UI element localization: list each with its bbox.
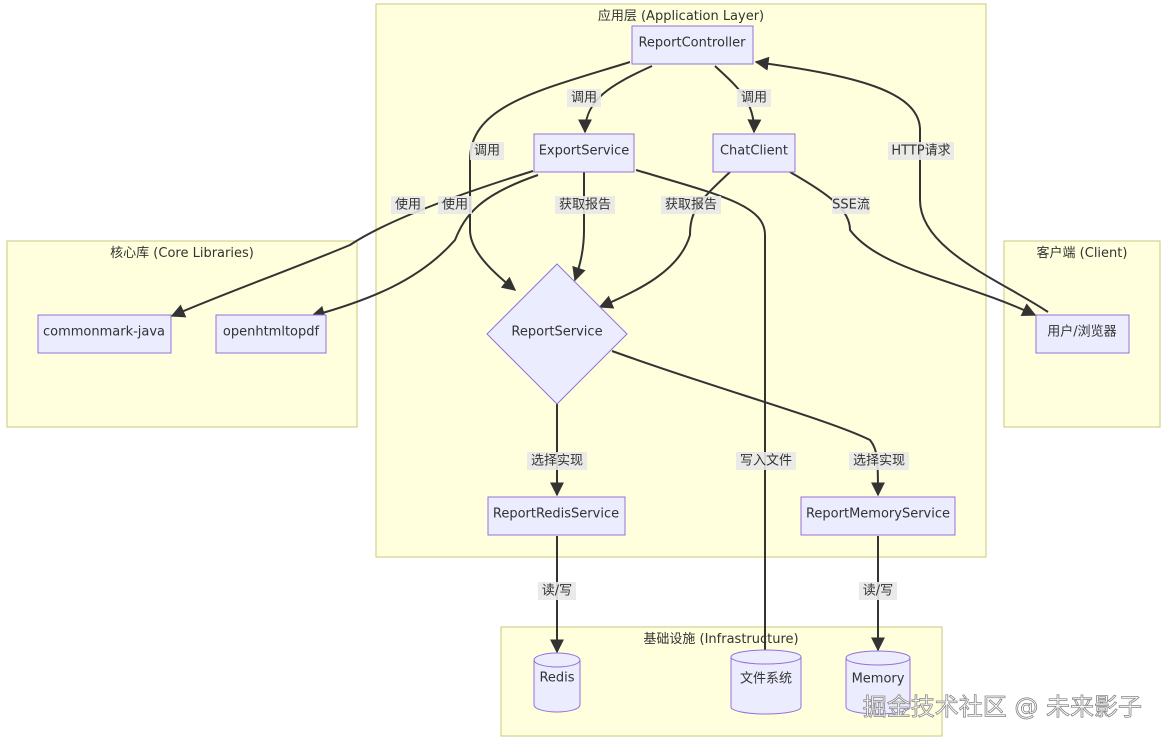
svg-text:ChatClient: ChatClient — [720, 144, 788, 159]
cluster-client: 客户端 (Client) — [1003, 240, 1161, 428]
cluster-application-layer: 应用层 (Application Layer) — [375, 3, 987, 558]
svg-text:读/写: 读/写 — [542, 584, 572, 599]
edge-export-to-commonmark — [170, 170, 534, 318]
watermark-text: 掘金技术社区 @ 未来影子 — [863, 693, 1142, 721]
edge-label-ctrl-to-report: 调用 — [470, 142, 504, 160]
svg-text:文件系统: 文件系统 — [740, 672, 792, 687]
svg-text:使用: 使用 — [442, 197, 468, 213]
svg-text:ReportController: ReportController — [638, 36, 746, 51]
node-report-controller[interactable]: ReportController — [631, 25, 754, 65]
edge-label-report-to-memory: 选择实现 — [849, 452, 909, 470]
edge-label-report-to-redis: 选择实现 — [527, 452, 587, 470]
node-redis-db[interactable]: Redis — [533, 652, 581, 713]
svg-text:ReportMemoryService: ReportMemoryService — [806, 507, 950, 522]
edge-user-to-ctrl — [754, 56, 1049, 313]
edge-chat-to-user — [789, 171, 1037, 317]
svg-text:调用: 调用 — [571, 91, 597, 106]
svg-text:openhtmltopdf: openhtmltopdf — [223, 325, 320, 340]
edge-label-export-to-report: 获取报告 — [555, 196, 615, 214]
svg-text:读/写: 读/写 — [863, 584, 893, 599]
node-report-memory-service[interactable]: ReportMemoryService — [800, 496, 956, 536]
edge-label-memory-rw: 读/写 — [859, 582, 897, 600]
node-report-service[interactable]: ReportService — [486, 263, 628, 405]
edge-label-export-to-openhtml: 使用 — [438, 196, 472, 214]
svg-text:获取报告: 获取报告 — [559, 198, 611, 213]
svg-text:ExportService: ExportService — [539, 144, 630, 159]
svg-text:Redis: Redis — [539, 671, 574, 686]
svg-text:commonmark-java: commonmark-java — [43, 325, 165, 340]
svg-text:写入文件: 写入文件 — [740, 454, 792, 469]
svg-text:ReportService: ReportService — [511, 325, 602, 340]
cluster-title-client: 客户端 (Client) — [1037, 245, 1128, 261]
node-user-browser[interactable]: 用户/浏览器 — [1035, 314, 1130, 354]
svg-text:ReportRedisService: ReportRedisService — [493, 507, 619, 522]
svg-text:获取报告: 获取报告 — [665, 198, 717, 213]
edge-label-chat-to-user: SSE流 — [832, 196, 870, 214]
edge-export-to-report — [572, 172, 586, 282]
svg-text:选择实现: 选择实现 — [853, 454, 905, 469]
svg-text:用户/浏览器: 用户/浏览器 — [1047, 324, 1116, 340]
node-filesystem-db[interactable]: 文件系统 — [730, 649, 802, 715]
edge-ctrl-to-export — [578, 65, 653, 134]
edge-label-chat-to-report: 获取报告 — [661, 196, 721, 214]
node-memory-db[interactable]: Memory — [845, 650, 911, 715]
edge-label-user-to-ctrl: HTTP请求 — [888, 142, 954, 160]
cluster-title-app: 应用层 (Application Layer) — [598, 8, 764, 24]
edge-export-to-fs — [635, 169, 772, 667]
edge-label-export-to-commonmark: 使用 — [391, 196, 425, 214]
edge-label-export-to-fs: 写入文件 — [736, 452, 796, 470]
svg-text:调用: 调用 — [741, 91, 767, 106]
cluster-title-infra: 基础设施 (Infrastructure) — [643, 632, 798, 647]
edge-label-redis-rw: 读/写 — [538, 582, 576, 600]
svg-text:SSE流: SSE流 — [832, 198, 870, 213]
svg-text:调用: 调用 — [474, 144, 500, 159]
edge-export-to-openhtml — [310, 174, 539, 320]
svg-text:HTTP请求: HTTP请求 — [891, 144, 950, 159]
edge-label-ctrl-to-export: 调用 — [567, 89, 601, 107]
node-commonmark-java[interactable]: commonmark-java — [37, 314, 172, 354]
node-export-service[interactable]: ExportService — [533, 133, 635, 173]
node-openhtmltopdf[interactable]: openhtmltopdf — [215, 314, 327, 354]
edge-label-ctrl-to-chat: 调用 — [737, 89, 771, 107]
svg-text:使用: 使用 — [395, 197, 421, 213]
svg-text:Memory: Memory — [852, 672, 905, 687]
cluster-title-core: 核心库 (Core Libraries) — [110, 245, 254, 261]
node-report-redis-service[interactable]: ReportRedisService — [487, 496, 626, 536]
node-chat-client[interactable]: ChatClient — [712, 133, 796, 173]
svg-text:选择实现: 选择实现 — [531, 454, 583, 469]
